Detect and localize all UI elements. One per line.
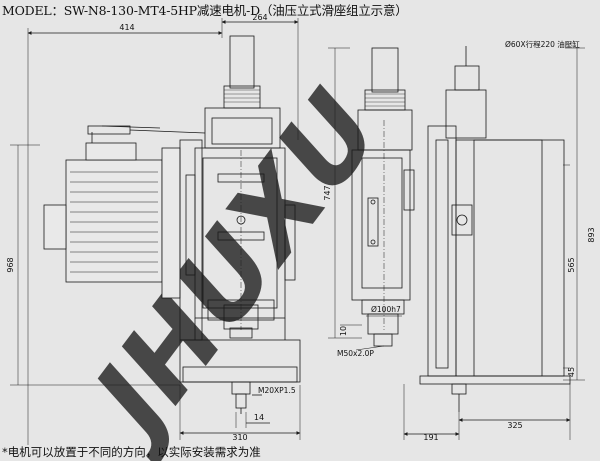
dim-191: 191 — [423, 433, 438, 442]
dim-893: 893 — [587, 227, 596, 242]
dim-45: 45 — [567, 367, 576, 377]
front-view — [10, 18, 301, 445]
side-view — [328, 46, 585, 440]
dim-565: 565 — [567, 257, 576, 272]
dim-264: 264 — [252, 13, 267, 22]
dim-14: 14 — [254, 413, 264, 422]
dim-325: 325 — [507, 421, 522, 430]
dim-747: 747 — [323, 185, 332, 200]
dim-968: 968 — [6, 257, 15, 272]
dim-414: 414 — [119, 23, 134, 32]
model-title: MODEL：SW-N8-130-MT4-5HP减速电机-D（油压立式滑座组立示意… — [2, 3, 408, 18]
footnote: *电机可以放置于不同的方向，以实际安装需求为准 — [2, 445, 261, 459]
thread-m20-note: M20XP1.5 — [258, 386, 296, 395]
cylinder-note: Ø60X行程220 油壓缸 — [505, 39, 580, 49]
bore-note: Ø100h7 — [371, 305, 401, 314]
dim-310: 310 — [232, 433, 247, 442]
dim-10: 10 — [339, 326, 348, 336]
thread-m50-note: M50x2.0P — [337, 349, 374, 358]
